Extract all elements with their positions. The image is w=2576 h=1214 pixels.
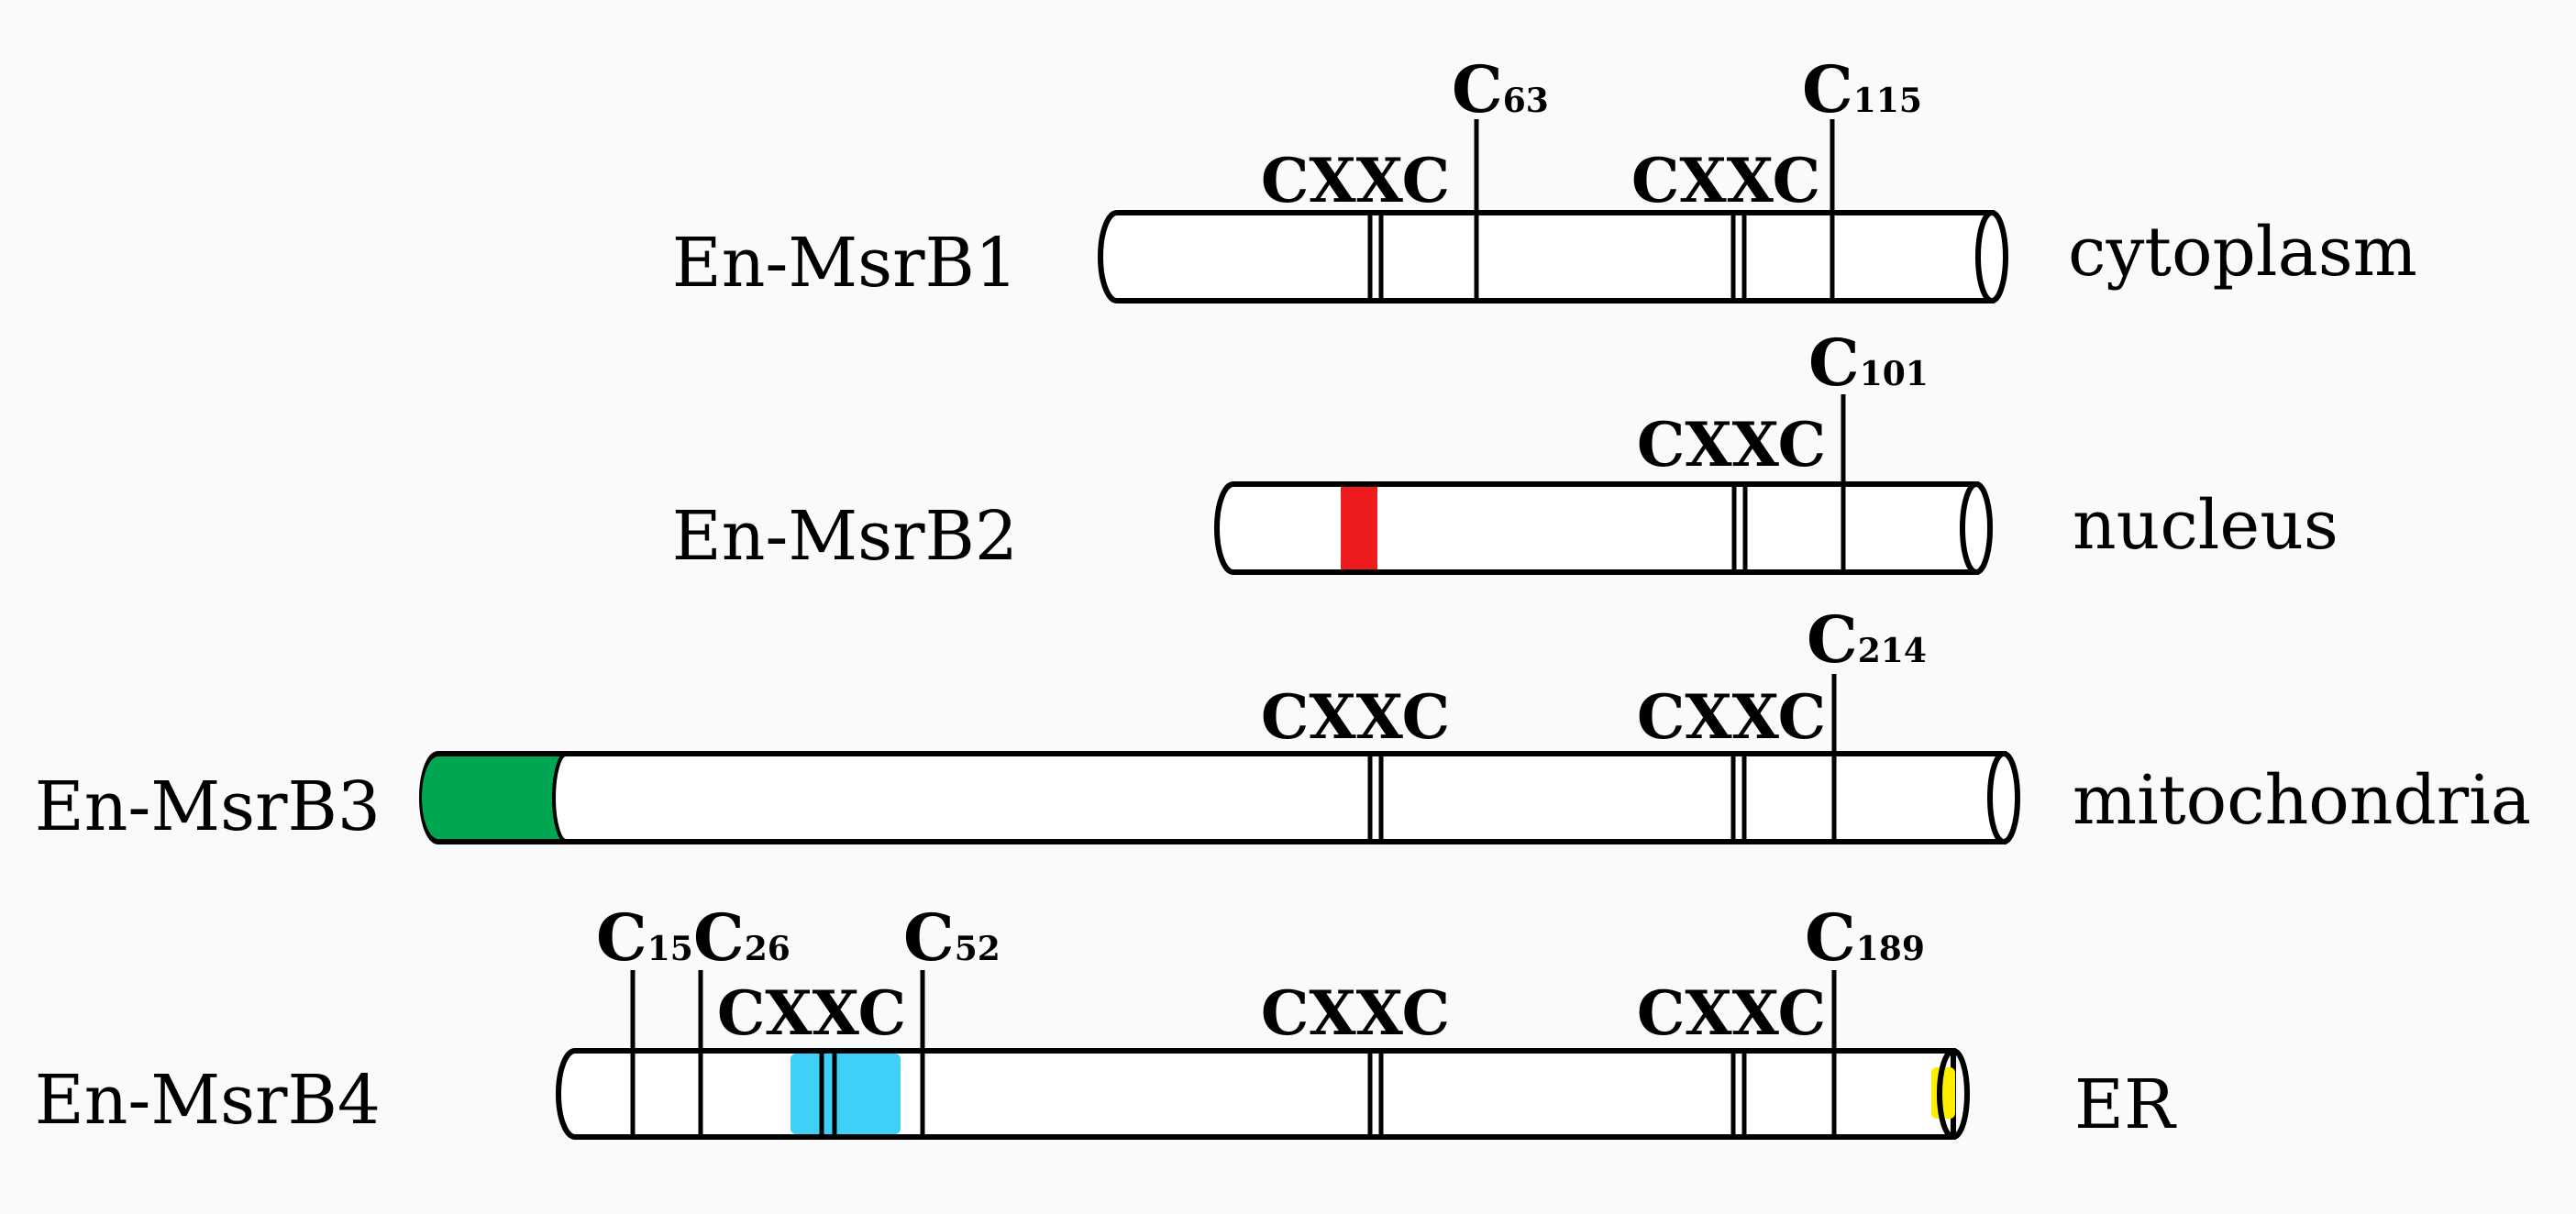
subcellular-location: mitochondria <box>2073 761 2531 840</box>
cxxc-motif: CXXC <box>1631 145 1820 301</box>
cxxc-motif: CXXC <box>1261 145 1450 301</box>
cysteine-letter: C <box>903 899 955 976</box>
protein-name: En-MsrB1 <box>672 224 1018 303</box>
protein-row-msrb3: En-MsrB3 CXXC CXXC C214 mitochondria <box>35 601 2531 846</box>
svg-text:C63: C63 <box>1452 51 1549 127</box>
protein-bar <box>419 751 2007 844</box>
svg-text:C26: C26 <box>693 899 790 976</box>
cxxc-highlight-domain <box>790 1054 901 1134</box>
cysteine-letter: C <box>1807 601 1858 678</box>
motif-label: CXXC <box>717 977 906 1049</box>
protein-row-msrb1: En-MsrB1 CXXC CXXC C63 C115 cytoplasm <box>672 51 2417 304</box>
motif-label: CXXC <box>1637 681 1826 753</box>
subcellular-location: nucleus <box>2073 486 2338 565</box>
subcellular-location: cytoplasm <box>2068 213 2417 292</box>
transit-peptide-boundary <box>552 752 568 844</box>
protein-bar <box>1098 210 1995 304</box>
motif-label: CXXC <box>1637 977 1826 1049</box>
motif-label: CXXC <box>1261 681 1450 753</box>
cxxc-motif: CXXC <box>1261 977 1450 1137</box>
cysteine-letter: C <box>1805 899 1856 976</box>
cysteine-marker: C26 <box>693 899 790 1137</box>
motif-label: CXXC <box>1261 977 1450 1049</box>
svg-text:C189: C189 <box>1805 899 1925 976</box>
protein-row-msrb4: En-MsrB4 CXXC CXXC CXXC C15 C26 <box>35 899 2177 1144</box>
cysteine-marker: C101 <box>1808 325 1929 572</box>
cysteine-letter: C <box>1452 51 1503 127</box>
cysteine-position: 26 <box>745 930 790 968</box>
cysteine-letter: C <box>1802 51 1853 127</box>
cysteine-marker: C189 <box>1805 899 1925 1137</box>
cysteine-letter: C <box>596 899 647 976</box>
cysteine-marker: C15 <box>596 899 693 1137</box>
svg-text:C214: C214 <box>1807 601 1927 678</box>
protein-bar-end <box>1987 751 2020 844</box>
mitochondrial-transit-peptide <box>422 756 567 839</box>
cxxc-motif: CXXC <box>717 977 906 1137</box>
motif-label: CXXC <box>1637 409 1826 480</box>
cysteine-marker: C63 <box>1452 51 1549 301</box>
motif-label: CXXC <box>1261 145 1450 216</box>
protein-row-msrb2: En-MsrB2 CXXC C101 nucleus <box>672 325 2338 576</box>
protein-bar <box>1214 481 1979 575</box>
cysteine-position: 101 <box>1860 355 1929 393</box>
protein-name: En-MsrB2 <box>672 497 1018 576</box>
nuclear-localization-domain <box>1341 487 1377 569</box>
svg-text:C115: C115 <box>1802 51 1922 127</box>
cxxc-motif: CXXC <box>1637 409 1826 572</box>
svg-text:C101: C101 <box>1808 325 1929 401</box>
cysteine-position: 15 <box>647 930 693 968</box>
protein-name: En-MsrB3 <box>35 767 381 846</box>
protein-bar <box>556 1048 1956 1140</box>
cysteine-marker: C115 <box>1802 51 1922 301</box>
cysteine-marker: C52 <box>903 899 1001 1137</box>
cysteine-letter: C <box>693 899 745 976</box>
cxxc-motif: CXXC <box>1261 681 1450 842</box>
cysteine-position: 52 <box>955 930 1001 968</box>
cxxc-motif: CXXC <box>1637 977 1826 1137</box>
er-retention-signal <box>1931 1067 1955 1119</box>
cxxc-motif: CXXC <box>1637 681 1826 842</box>
motif-label: CXXC <box>1631 145 1820 216</box>
protein-name: En-MsrB4 <box>35 1061 381 1140</box>
cysteine-letter: C <box>1808 325 1860 401</box>
cysteine-marker: C214 <box>1807 601 1927 842</box>
svg-text:C52: C52 <box>903 899 1001 976</box>
cysteine-position: 189 <box>1856 930 1925 968</box>
protein-bar-end <box>1937 1048 1970 1140</box>
protein-bar-end <box>1960 481 1993 575</box>
svg-text:C15: C15 <box>596 899 693 976</box>
protein-bar-end <box>1975 210 2008 304</box>
cysteine-position: 115 <box>1853 82 1922 120</box>
cysteine-position: 63 <box>1503 82 1549 120</box>
cysteine-position: 214 <box>1858 632 1927 670</box>
subcellular-location: ER <box>2074 1065 2177 1144</box>
